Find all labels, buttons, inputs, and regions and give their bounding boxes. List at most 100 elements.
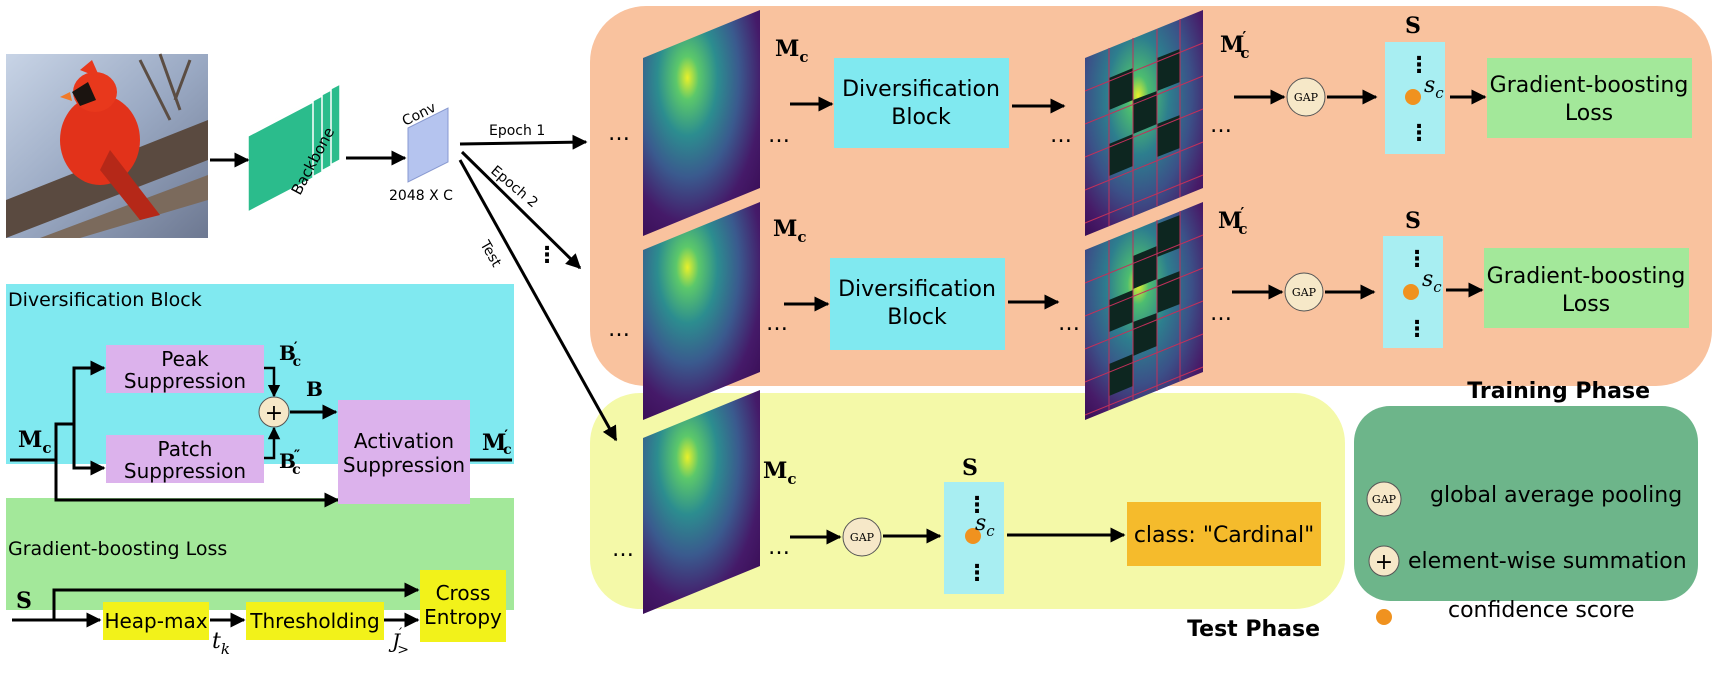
row1-loss-block	[1487, 58, 1692, 138]
row2-s-label: S	[1405, 208, 1421, 234]
legend-panel	[1354, 406, 1698, 601]
row2-right-ellipsis: …	[1210, 301, 1232, 326]
conv-layer: Conv 2048 X C	[389, 100, 453, 204]
loss-s-label: S	[16, 588, 32, 614]
svg-text:GAP: GAP	[1294, 91, 1319, 104]
test-phase-label: Test Phase	[1187, 617, 1320, 642]
row2-confidence-dot	[1403, 284, 1419, 300]
row1-mcp-label: M′c	[1220, 28, 1249, 62]
legend-gap-icon	[1366, 481, 1402, 517]
svg-text:Block: Block	[887, 305, 947, 330]
svg-text:Suppression: Suppression	[124, 369, 246, 393]
j-label: J′>	[388, 626, 409, 658]
svg-text:Gradient-boosting: Gradient-boosting	[1490, 73, 1689, 98]
row1-confidence-dot	[1405, 89, 1421, 105]
test-gap-node	[842, 517, 882, 557]
backbone-block: Backbone	[247, 82, 341, 214]
row2-mid-ellipsis: …	[766, 311, 788, 336]
svg-text:⋮: ⋮	[1406, 317, 1428, 342]
svg-text:+: +	[1375, 550, 1393, 575]
epoch-vdots: ⋮	[536, 243, 558, 268]
heapmax-block	[103, 602, 209, 640]
class-output-text: class: "Cardinal"	[1134, 523, 1314, 548]
svg-text:Diversification: Diversification	[842, 77, 1000, 102]
row2-gap-node	[1284, 272, 1324, 312]
tk-label: tk	[212, 629, 230, 658]
row2-loss-block	[1484, 248, 1689, 328]
training-phase-label: Training Phase	[1467, 379, 1650, 404]
div-detail-title: Diversification Block	[8, 289, 202, 311]
svg-text:Cross: Cross	[436, 581, 491, 605]
b-label: B	[306, 377, 323, 401]
test-arrow	[458, 159, 618, 442]
svg-text:⋮: ⋮	[1408, 121, 1430, 146]
row2-left-ellipsis: …	[608, 317, 630, 342]
row1-right-ellipsis: …	[1210, 113, 1232, 138]
row1-mid-ellipsis: …	[768, 123, 790, 148]
legend-plus-icon	[1368, 545, 1400, 577]
test-sc-label: sc	[975, 511, 995, 540]
row2-mcp-label: M′c	[1218, 204, 1247, 238]
legend-gap-text: global average pooling	[1430, 483, 1682, 508]
row1-s-label: S	[1405, 13, 1421, 39]
input-image	[6, 53, 208, 238]
row1-left-ellipsis: …	[608, 121, 630, 146]
svg-text:Loss: Loss	[1562, 292, 1610, 317]
training-row-1: … Mc … Diversification Block … M′c … GAP…	[608, 10, 1692, 236]
svg-text:+: +	[265, 401, 283, 426]
patch-suppression-block	[106, 435, 264, 483]
bprime-label: B′c	[279, 340, 301, 370]
svg-text:Peak: Peak	[161, 347, 209, 371]
test-label: Test	[476, 237, 504, 270]
svg-text:⋮: ⋮	[966, 561, 988, 586]
row1-diversification-block	[834, 58, 1009, 148]
row2-suppressed-map	[1084, 202, 1204, 420]
test-s-label: S	[962, 455, 978, 481]
row1-map-ellipsis: …	[1050, 123, 1072, 148]
svg-text:Heap-max: Heap-max	[104, 609, 207, 633]
epoch1-label: Epoch 1	[489, 123, 545, 139]
test-row: … Mc … GAP S ⋮ sc ⋮ class: "Cardinal"	[612, 390, 1321, 614]
loss-detail: Gradient-boosting Loss S Heap-max tk Thr…	[8, 538, 506, 658]
legend: GAP global average pooling + element-wis…	[1366, 481, 1687, 625]
conv-dims: 2048 X C	[389, 188, 453, 204]
epoch2-arrow	[460, 150, 582, 270]
legend-dot-text: confidence score	[1448, 598, 1635, 623]
row2-diversification-block	[830, 258, 1005, 350]
test-mc-label: Mc	[763, 458, 797, 488]
div-mc-label: Mc	[18, 427, 52, 457]
svg-text:Activation: Activation	[354, 429, 454, 453]
div-mcp-label: M′c	[482, 428, 512, 458]
legend-dot-icon	[1376, 609, 1392, 625]
test-confidence-dot	[965, 528, 981, 544]
test-left-ellipsis: …	[612, 537, 634, 562]
legend-plus-text: element-wise summation	[1408, 549, 1687, 574]
row1-gap-node	[1286, 77, 1326, 117]
diversification-detail: Diversification Block Mc Peak Suppressio…	[8, 289, 512, 508]
row2-activation-map	[643, 202, 760, 420]
row2-sc-label: sc	[1422, 267, 1442, 296]
loss-detail-title: Gradient-boosting Loss	[8, 538, 227, 560]
svg-text:Thresholding: Thresholding	[249, 609, 380, 633]
svg-text:Block: Block	[891, 105, 951, 130]
svg-text:Diversification: Diversification	[838, 277, 996, 302]
svg-text:⋮: ⋮	[1406, 247, 1428, 272]
svg-text:Loss: Loss	[1565, 101, 1613, 126]
svg-text:Suppression: Suppression	[343, 453, 465, 477]
row1-activation-map	[643, 10, 760, 236]
bdoubleprime-label: B″c	[279, 448, 301, 478]
svg-text:Suppression: Suppression	[124, 459, 246, 483]
svg-text:GAP: GAP	[850, 531, 875, 544]
epoch1-arrow	[459, 134, 588, 150]
training-row-2: … Mc … Diversification Block … M′c … GAP…	[608, 202, 1689, 420]
cross-entropy-block	[420, 570, 506, 642]
svg-text:Entropy: Entropy	[424, 605, 502, 629]
thresholding-block	[246, 602, 384, 640]
sum-node	[258, 396, 290, 428]
test-activation-map	[643, 390, 760, 614]
row1-mc-label: Mc	[775, 36, 809, 66]
svg-text:GAP: GAP	[1372, 493, 1397, 506]
row2-map-ellipsis: …	[1058, 311, 1080, 336]
svg-text:⋮: ⋮	[1408, 53, 1430, 78]
